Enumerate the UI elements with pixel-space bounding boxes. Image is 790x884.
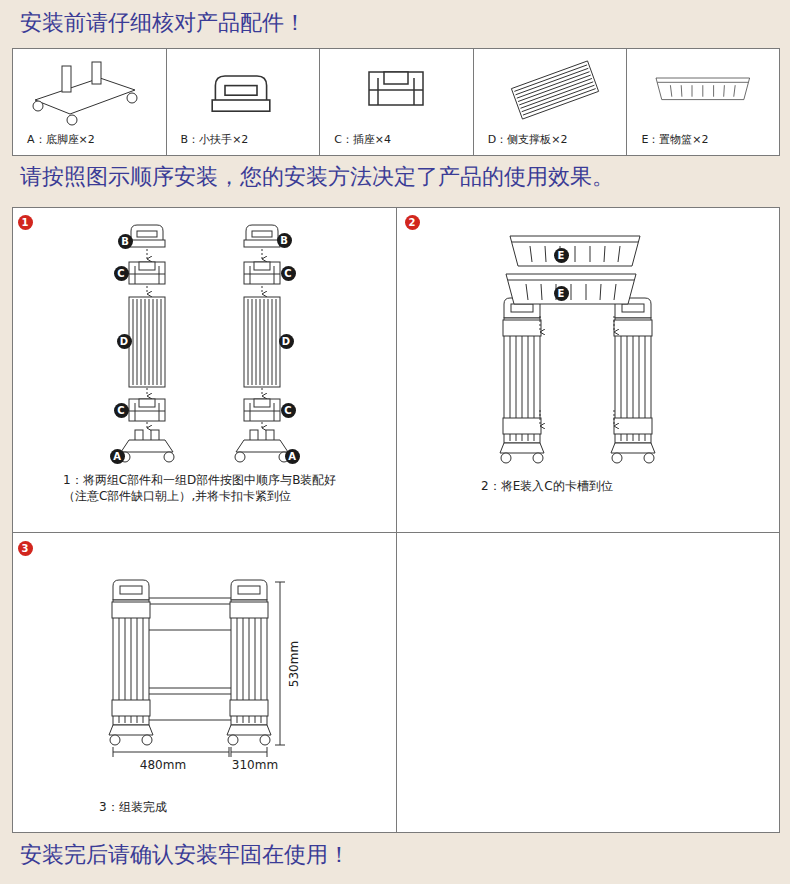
step-number: 3 [18, 541, 33, 556]
part-callout: A [285, 449, 300, 464]
part-callout: C [114, 403, 129, 418]
part-callout: C [281, 403, 296, 418]
part-cell: B：小扶手×2 [166, 48, 321, 156]
part-callout: C [281, 266, 296, 281]
part-callout: B [118, 234, 133, 249]
part-name: C：插座×4 [334, 133, 391, 148]
step-text: 3：组装完成 [99, 799, 319, 815]
dimension: 310mm [231, 758, 279, 772]
part-cell: C：插座×4 [319, 48, 474, 156]
section-heading: 请按照图示顺序安装，您的安装方法决定了产品的使用效果。 [20, 164, 614, 190]
page-title: 安装前请仔细核对产品配件！ [20, 10, 306, 36]
step-text: 1：将两组C部件和一组D部件按图中顺序与B装配好（注意C部件缺口朝上）,并将卡扣… [63, 472, 353, 504]
step-number: 1 [18, 215, 33, 230]
step-panel: 2：将E装入C的卡槽到位 [396, 207, 780, 533]
step-panel: 3：组装完成 [12, 532, 397, 833]
part-callout: D [279, 334, 294, 349]
page-caption: 安装完后请确认安装牢固在使用！ [20, 842, 350, 868]
part-name: D：侧支撑板×2 [488, 133, 568, 148]
step-panel: 1：将两组C部件和一组D部件按图中顺序与B装配好（注意C部件缺口朝上）,并将卡扣… [12, 207, 397, 533]
step-number: 2 [405, 215, 420, 230]
dimension: 530mm [287, 640, 301, 688]
part-callout: B [277, 233, 292, 248]
step-text: 2：将E装入C的卡槽到位 [481, 478, 751, 494]
part-name: B：小扶手×2 [181, 133, 249, 148]
part-cell: A：底脚座×2 [12, 48, 167, 156]
part-cell: D：侧支撑板×2 [473, 48, 628, 156]
part-callout: E [554, 248, 569, 263]
dimension: 480mm [139, 758, 187, 772]
part-callout: C [114, 266, 129, 281]
part-name: A：底脚座×2 [27, 133, 95, 148]
part-callout: E [554, 286, 569, 301]
part-callout: A [110, 449, 125, 464]
part-cell: E：置物篮×2 [626, 48, 780, 156]
part-name: E：置物篮×2 [641, 133, 708, 148]
part-callout: D [117, 334, 132, 349]
